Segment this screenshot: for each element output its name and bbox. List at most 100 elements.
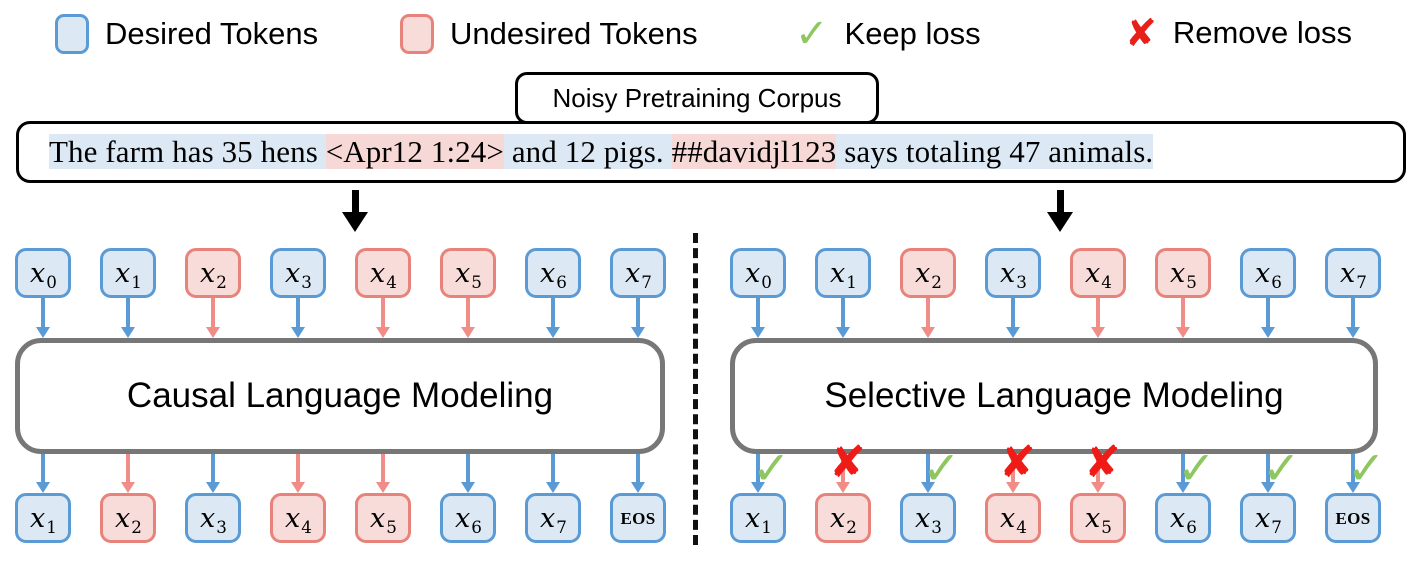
output-arrow-clm-5-icon <box>461 454 475 493</box>
check-icon: ✓ <box>795 11 829 57</box>
legend-item-label: Remove loss <box>1172 15 1353 50</box>
keep-loss-check-icon: ✓ <box>752 441 791 495</box>
input-arrow-clm-7-icon <box>631 298 645 338</box>
remove-loss-cross-icon: ✘ <box>829 437 866 488</box>
output-arrow-slm-2-icon <box>921 454 935 493</box>
input-arrow-slm-2-icon <box>921 298 935 338</box>
input-token-slm-3: x3 <box>985 248 1041 298</box>
keep-loss-check-icon: ✓ <box>922 441 961 495</box>
input-arrow-clm-3-icon <box>291 298 305 338</box>
token-label: x7 <box>625 257 652 292</box>
output-token-slm-0: x1 <box>730 493 786 543</box>
corpus-label-box: Noisy Pretraining Corpus <box>515 72 879 124</box>
legend-item-undesired-tokens: Undesired Tokens <box>400 14 698 54</box>
output-token-slm-2: x3 <box>900 493 956 543</box>
output-arrow-clm-2-icon <box>206 454 220 493</box>
input-token-clm-7: x7 <box>610 248 666 298</box>
input-arrow-clm-4-icon <box>376 298 390 338</box>
token-label: x6 <box>1170 502 1197 537</box>
token-label: EOS <box>620 508 656 528</box>
token-label: x1 <box>115 257 142 292</box>
remove-loss-cross-icon: ✘ <box>999 437 1036 488</box>
output-token-slm-4: x5 <box>1070 493 1126 543</box>
token-label: x5 <box>370 502 397 537</box>
output-arrow-clm-7-icon <box>631 454 645 493</box>
token-label: x7 <box>1340 257 1367 292</box>
output-token-clm-6: x7 <box>525 493 581 543</box>
token-label: x4 <box>285 502 312 537</box>
legend-item-keep-loss: ✓ Keep loss <box>795 14 981 54</box>
output-token-clm-1: x2 <box>100 493 156 543</box>
input-token-clm-6: x6 <box>525 248 581 298</box>
input-token-slm-5: x5 <box>1155 248 1211 298</box>
corpus-segment-desired: says totaling 47 animals. <box>836 134 1154 169</box>
output-arrow-slm-0-icon <box>751 454 765 493</box>
output-token-clm-3: x4 <box>270 493 326 543</box>
token-label: x2 <box>830 502 857 537</box>
input-arrow-clm-6-icon <box>546 298 560 338</box>
output-arrow-slm-7-icon <box>1346 454 1360 493</box>
model-box-label: Causal Language Modeling <box>126 376 554 415</box>
input-arrow-slm-0-icon <box>751 298 765 338</box>
output-token-clm-7: EOS <box>610 493 666 543</box>
token-label: x5 <box>1170 257 1197 292</box>
token-label: x4 <box>1000 502 1027 537</box>
cross-icon: ✘ <box>1125 11 1157 55</box>
token-label: x6 <box>455 502 482 537</box>
corpus-label-text: Noisy Pretraining Corpus <box>552 82 842 113</box>
token-label: x3 <box>285 257 312 292</box>
token-label: x5 <box>1085 502 1112 537</box>
legend-item-label: Desired Tokens <box>105 16 319 51</box>
output-arrow-slm-4-icon <box>1091 454 1105 493</box>
output-token-slm-3: x4 <box>985 493 1041 543</box>
input-token-slm-4: x4 <box>1070 248 1126 298</box>
output-token-slm-6: x7 <box>1240 493 1296 543</box>
token-label: x3 <box>915 502 942 537</box>
token-label: x1 <box>745 502 772 537</box>
output-arrow-slm-1-icon <box>836 454 850 493</box>
corpus-segment-undesired: <Apr12 1:24> <box>325 134 504 169</box>
output-token-clm-2: x3 <box>185 493 241 543</box>
output-arrow-clm-1-icon <box>121 454 135 493</box>
token-label: x6 <box>1255 257 1282 292</box>
corpus-text-box: The farm has 35 hens <Apr12 1:24> and 12… <box>16 121 1406 183</box>
token-label: x2 <box>200 257 227 292</box>
corpus-to-slm-arrow-icon <box>1047 190 1073 234</box>
output-token-clm-0: x1 <box>15 493 71 543</box>
output-arrow-clm-4-icon <box>376 454 390 493</box>
token-label: EOS <box>1335 508 1371 528</box>
output-arrow-clm-0-icon <box>36 454 50 493</box>
token-label: x7 <box>540 502 567 537</box>
input-token-clm-5: x5 <box>440 248 496 298</box>
input-arrow-clm-0-icon <box>36 298 50 338</box>
output-token-clm-4: x5 <box>355 493 411 543</box>
keep-loss-check-icon: ✓ <box>1262 441 1301 495</box>
legend-item-label: Undesired Tokens <box>450 16 698 51</box>
input-arrow-clm-5-icon <box>461 298 475 338</box>
legend-item-label: Keep loss <box>844 16 981 51</box>
token-label: x0 <box>745 257 772 292</box>
token-label: x1 <box>830 257 857 292</box>
token-label: x5 <box>455 257 482 292</box>
panel-divider <box>693 233 698 545</box>
legend-item-desired-tokens: Desired Tokens <box>55 14 318 54</box>
corpus-segment-desired: and 12 pigs. <box>503 134 672 169</box>
input-token-clm-1: x1 <box>100 248 156 298</box>
input-token-slm-7: x7 <box>1325 248 1381 298</box>
token-label: x0 <box>30 257 57 292</box>
legend: Desired Tokens Undesired Tokens ✓ Keep loss… <box>0 0 1422 70</box>
input-arrow-slm-6-icon <box>1261 298 1275 338</box>
rounded-square-red-icon <box>400 14 434 54</box>
token-label: x7 <box>1255 502 1282 537</box>
output-arrow-slm-5-icon <box>1176 454 1190 493</box>
output-token-clm-5: x6 <box>440 493 496 543</box>
rounded-square-blue-icon <box>55 14 89 54</box>
output-arrow-slm-3-icon <box>1006 454 1020 493</box>
input-arrow-slm-7-icon <box>1346 298 1360 338</box>
token-label: x6 <box>540 257 567 292</box>
token-label: x4 <box>1085 257 1112 292</box>
keep-loss-check-icon: ✓ <box>1177 441 1216 495</box>
token-label: x2 <box>115 502 142 537</box>
input-token-clm-3: x3 <box>270 248 326 298</box>
